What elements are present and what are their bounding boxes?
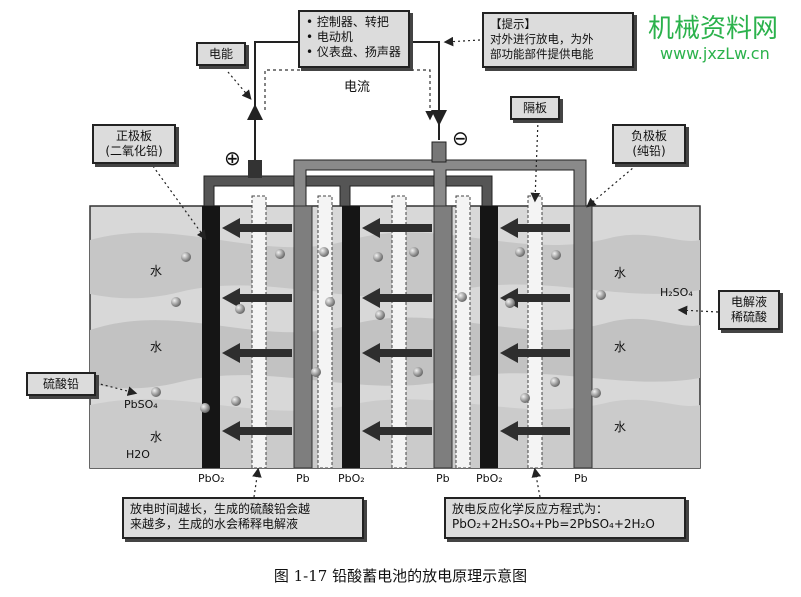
plate-label: PbO₂ bbox=[476, 472, 503, 485]
water-text: 水 bbox=[614, 266, 627, 280]
flow-arrow bbox=[362, 218, 432, 238]
separators bbox=[251, 195, 543, 469]
note-line: 放电时间越长，生成的硫酸铅会越 bbox=[130, 502, 311, 516]
negative-plate bbox=[293, 205, 313, 469]
flow-arrow bbox=[222, 288, 292, 308]
positive-plate bbox=[480, 206, 498, 468]
watermark-cn: 机械资料网 bbox=[648, 14, 779, 44]
label-line: (二氧化铅) bbox=[105, 144, 163, 158]
label-line: 电解液 bbox=[730, 295, 767, 309]
negative-plate bbox=[433, 205, 453, 469]
label-line: 负极板 bbox=[630, 129, 667, 143]
flow-arrow bbox=[500, 288, 570, 308]
discharge-note-box: 放电时间越长，生成的硫酸铅会越 来越多，生成的水会稀释电解液 bbox=[122, 497, 364, 539]
tip-title: 【提示】 bbox=[490, 17, 536, 31]
positive-plate bbox=[202, 206, 220, 468]
equation-line: PbO₂+2H₂SO₄+Pb=2PbSO₄+2H₂O bbox=[452, 517, 655, 531]
load-devices-box: • 控制器、转把 • 电动机 • 仪表盘、扬声器 bbox=[298, 10, 410, 68]
positive-symbol: ⊕ bbox=[224, 146, 241, 170]
tip-line: 部功能部件提供电能 bbox=[490, 47, 594, 61]
flow-arrow bbox=[362, 288, 432, 308]
negative-terminal bbox=[431, 141, 447, 163]
current-path bbox=[264, 69, 435, 121]
flow-arrow bbox=[362, 421, 432, 441]
plate-label: PbO₂ bbox=[338, 472, 365, 485]
negative-symbol: ⊖ bbox=[452, 126, 469, 150]
current-label: 电流 bbox=[344, 80, 371, 95]
watermark-url: www.jxzLw.cn bbox=[660, 44, 770, 63]
external-wire bbox=[410, 41, 440, 140]
plate-label: Pb bbox=[296, 472, 310, 485]
pbso4-text: PbSO₄ bbox=[124, 398, 158, 411]
equation-line: 放电反应化学反应方程式为： bbox=[452, 502, 609, 516]
flow-arrow bbox=[500, 218, 570, 238]
load-item: • 电动机 bbox=[306, 30, 353, 44]
negative-plate bbox=[573, 205, 593, 469]
tip-line: 对外进行放电，为外 bbox=[490, 32, 594, 46]
negative-plate-label: 负极板 (纯铅) bbox=[612, 124, 686, 164]
h2o-text: H2O bbox=[126, 448, 150, 461]
ion-flow-arrows bbox=[222, 218, 570, 441]
plate-label: Pb bbox=[574, 472, 588, 485]
positive-plate-label: 正极板 (二氧化铅) bbox=[92, 124, 176, 164]
flow-arrow bbox=[222, 218, 292, 238]
positive-busbar bbox=[203, 175, 493, 207]
load-item: • 控制器、转把 bbox=[306, 15, 389, 29]
water-text: 水 bbox=[150, 264, 163, 278]
water-text: 水 bbox=[614, 340, 627, 354]
h2so4-text: H₂SO₄ bbox=[660, 286, 693, 299]
flow-arrow bbox=[500, 421, 570, 441]
load-item: • 仪表盘、扬声器 bbox=[306, 45, 401, 59]
label-line: 正极板 bbox=[115, 129, 152, 143]
flow-arrow bbox=[222, 343, 292, 363]
energy-label: 电能 bbox=[196, 42, 246, 66]
flow-arrow bbox=[500, 343, 570, 363]
water-text: 水 bbox=[614, 420, 627, 434]
negative-busbar bbox=[293, 159, 587, 207]
label-line: (纯铅) bbox=[632, 144, 666, 158]
lead-sulfate-label: 硫酸铅 bbox=[26, 372, 96, 396]
external-wire bbox=[254, 41, 298, 160]
water-text: 水 bbox=[150, 340, 163, 354]
label-line: 稀硫酸 bbox=[730, 310, 767, 324]
equation-box: 放电反应化学反应方程式为： PbO₂+2H₂SO₄+Pb=2PbSO₄+2H₂O bbox=[444, 497, 686, 539]
tip-box: 【提示】 对外进行放电，为外 部功能部件提供电能 bbox=[482, 12, 634, 68]
particles bbox=[151, 247, 606, 413]
positive-plate bbox=[342, 206, 360, 468]
water-text: 水 bbox=[150, 430, 163, 444]
separator-label: 隔板 bbox=[510, 96, 560, 120]
flow-arrow bbox=[222, 421, 292, 441]
positive-terminal bbox=[248, 160, 262, 178]
electrolyte-label: 电解液 稀硫酸 bbox=[718, 290, 780, 330]
flow-arrow bbox=[362, 343, 432, 363]
callout-pointers bbox=[95, 36, 719, 498]
plate-label: Pb bbox=[436, 472, 450, 485]
note-line: 来越多，生成的水会稀释电解液 bbox=[130, 517, 299, 531]
figure-caption: 图 1-17 铅酸蓄电池的放电原理示意图 bbox=[273, 567, 528, 585]
plate-label: PbO₂ bbox=[198, 472, 225, 485]
